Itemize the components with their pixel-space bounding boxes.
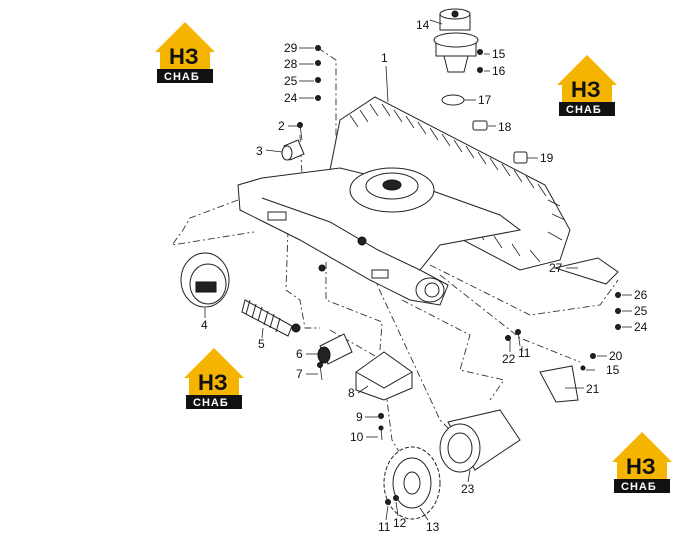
- callout-11b: 11: [378, 520, 391, 534]
- callout-9: 9: [356, 410, 363, 424]
- svg-text:НЗ: НЗ: [626, 454, 656, 479]
- track-frame-assembly: [237, 96, 571, 306]
- svg-text:СНАБ: СНАБ: [621, 481, 657, 493]
- callout-24a: 24: [284, 91, 298, 105]
- spacer-part: [472, 120, 488, 131]
- cover-plate-part: [553, 257, 619, 285]
- callout-15a: 15: [492, 47, 506, 61]
- callout-12: 12: [393, 516, 407, 530]
- callout-3: 3: [256, 144, 263, 158]
- svg-text:НЗ: НЗ: [571, 77, 601, 102]
- svg-text:НЗ: НЗ: [169, 44, 199, 69]
- callout-21: 21: [586, 382, 600, 396]
- logo-watermark-middle-left: НЗ СНАБ: [184, 348, 244, 409]
- leader-lines: [204, 19, 632, 521]
- o-ring-part: [441, 94, 465, 106]
- callout-10: 10: [350, 430, 364, 444]
- callout-5: 5: [258, 337, 265, 351]
- callout-25a: 25: [284, 74, 298, 88]
- callout-17: 17: [478, 93, 492, 107]
- callout-1: 1: [381, 51, 388, 65]
- callout-29: 29: [284, 41, 298, 55]
- svg-text:СНАБ: СНАБ: [164, 71, 200, 83]
- callout-16: 16: [492, 64, 506, 78]
- idler-wheel-part: [180, 252, 230, 308]
- callout-14: 14: [416, 18, 430, 32]
- logo-watermark-top-right: НЗ СНАБ: [557, 55, 617, 116]
- side-cover-part: [539, 365, 579, 403]
- callout-27: 27: [549, 261, 563, 275]
- callout-28: 28: [284, 57, 298, 71]
- callout-2: 2: [278, 119, 285, 133]
- track-roller-part: [317, 333, 353, 365]
- callout-18: 18: [498, 120, 512, 134]
- callout-20: 20: [609, 349, 623, 363]
- recoil-spring-part: [241, 299, 301, 337]
- bolt-parts: [297, 45, 621, 505]
- callout-22: 22: [502, 352, 516, 366]
- callout-13: 13: [426, 520, 440, 534]
- callout-labels: 1 2 3 4 5 6 7 8 9 10 11 11 12 13 14 15 1…: [201, 18, 648, 534]
- svg-text:СНАБ: СНАБ: [566, 104, 602, 116]
- callout-26: 26: [634, 288, 648, 302]
- logo-watermark-bottom-right: НЗ СНАБ: [612, 432, 672, 493]
- plug-part: [513, 151, 528, 164]
- travel-motor-part: [439, 409, 521, 473]
- callout-24b: 24: [634, 320, 648, 334]
- svg-text:СНАБ: СНАБ: [193, 397, 229, 409]
- logo-watermark-top-left: НЗ СНАБ: [155, 22, 215, 83]
- callout-15b: 15: [606, 363, 620, 377]
- svg-text:НЗ: НЗ: [198, 370, 228, 395]
- callout-4: 4: [201, 318, 208, 332]
- callout-23: 23: [461, 482, 475, 496]
- callout-19: 19: [540, 151, 554, 165]
- callout-11a: 11: [518, 346, 531, 360]
- sprocket-part: [383, 446, 441, 520]
- swivel-joint-part: [433, 8, 479, 73]
- track-guard-part: [355, 351, 413, 401]
- callout-6: 6: [296, 347, 303, 361]
- carrier-roller-part: [281, 139, 305, 161]
- callout-7: 7: [296, 367, 303, 381]
- callout-8: 8: [348, 386, 355, 400]
- assembly-dashed-lines: [170, 47, 619, 471]
- callout-25b: 25: [634, 304, 648, 318]
